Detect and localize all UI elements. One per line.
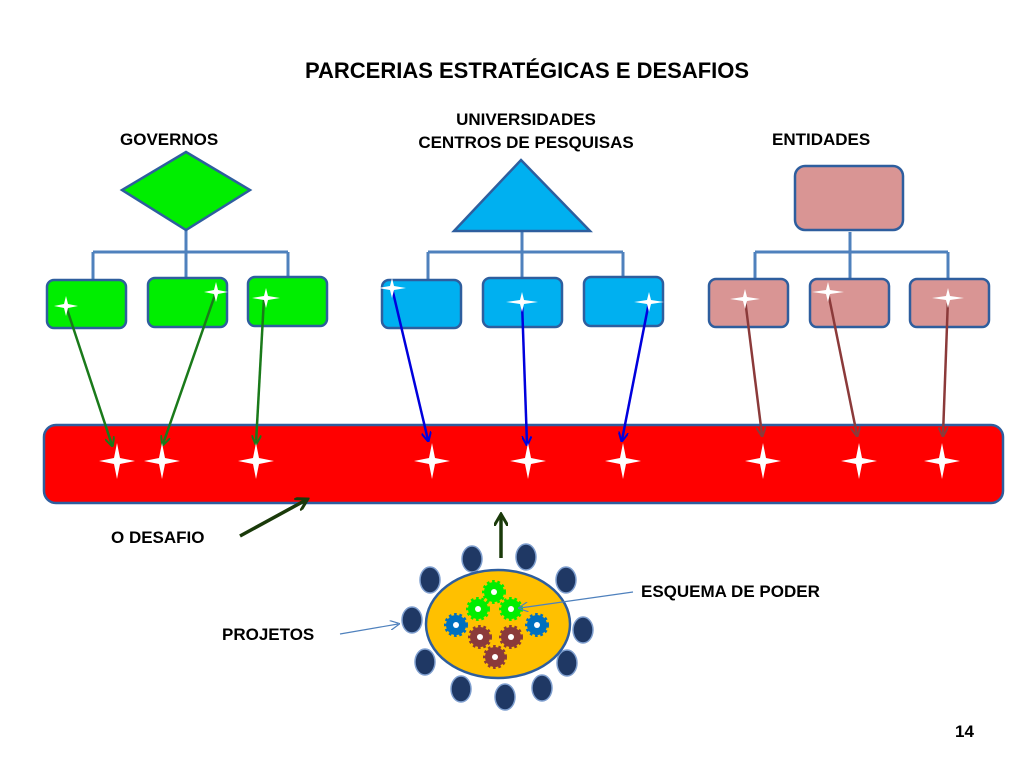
governos-diamond <box>119 150 253 232</box>
project-oval <box>461 545 483 573</box>
esquema-callout-arrow <box>520 591 634 608</box>
star-icon <box>144 443 180 479</box>
universidades-label-line2: CENTROS DE PESQUISAS <box>418 133 634 152</box>
projetos-callout-arrow <box>339 624 398 635</box>
universidades-label-line1: UNIVERSIDADES <box>456 110 596 129</box>
star-icon <box>506 292 538 312</box>
star-icon <box>812 282 844 302</box>
star-icon <box>924 443 960 479</box>
universidades-connector <box>426 232 625 280</box>
governos-arrows <box>64 291 266 445</box>
universidades-arrow-3 <box>622 301 651 440</box>
star-icon <box>745 443 781 479</box>
project-oval <box>414 648 436 676</box>
project-oval <box>401 606 423 634</box>
gear-icon <box>483 645 507 669</box>
gear-icon <box>468 625 492 649</box>
project-oval <box>531 674 553 702</box>
governos-arrow-1 <box>64 305 112 445</box>
governos-connector <box>91 230 290 280</box>
governos-box-1 <box>45 278 128 330</box>
star-icon <box>238 443 274 479</box>
entidades-arrows <box>743 291 950 435</box>
universidades-box-1 <box>380 278 463 330</box>
star-icon <box>605 443 641 479</box>
challenge-stars <box>99 443 960 479</box>
governos-label: GOVERNOS <box>120 130 219 149</box>
gears <box>444 580 549 669</box>
star-icon <box>841 443 877 479</box>
star-icon <box>510 443 546 479</box>
entidades-box <box>793 164 905 232</box>
project-oval <box>556 649 578 677</box>
projetos-label: PROJETOS <box>222 625 315 644</box>
project-ovals <box>401 543 594 711</box>
power-scheme-ellipse <box>424 568 572 680</box>
universidades-arrow-1 <box>390 287 428 440</box>
box-stars <box>54 278 964 316</box>
gear-icon <box>499 597 523 621</box>
entidades-label: ENTIDADES <box>772 130 871 149</box>
star-icon <box>730 289 760 309</box>
desafio-label: O DESAFIO <box>111 528 205 547</box>
universidades-box-3 <box>582 275 665 328</box>
esquema-de-poder-label: ESQUEMA DE PODER <box>641 582 820 601</box>
entidades-arrow-3 <box>943 297 950 435</box>
project-oval <box>450 675 472 703</box>
entidades-box-3 <box>908 277 991 329</box>
gear-icon <box>466 597 490 621</box>
star-icon <box>932 288 964 308</box>
governos-arrow-3 <box>256 297 266 443</box>
star-icon <box>378 278 406 298</box>
star-icon <box>634 292 664 312</box>
desafio-pointer-arrow <box>239 500 306 538</box>
project-oval <box>419 566 441 594</box>
universidades-arrows <box>390 287 651 444</box>
entidades-box-2 <box>808 277 891 329</box>
slide-title: PARCERIAS ESTRATÉGICAS E DESAFIOS <box>304 58 750 83</box>
governos-box-2 <box>146 276 229 329</box>
project-oval <box>494 683 516 711</box>
entidades-connector <box>753 232 950 279</box>
project-oval <box>515 543 537 571</box>
gear-icon <box>482 580 506 604</box>
star-icon <box>54 296 78 316</box>
star-icon <box>252 288 280 308</box>
gear-icon <box>525 613 549 637</box>
universidades-label: UNIVERSIDADES CENTROS DE PESQUISAS <box>376 108 676 154</box>
gear-icon <box>444 613 468 637</box>
universidades-triangle <box>451 158 593 233</box>
page-number: 14 <box>955 722 974 741</box>
universidades-arrow-2 <box>520 301 527 444</box>
universidades-boxes <box>380 275 665 330</box>
star-icon <box>204 282 228 302</box>
project-oval <box>555 566 577 594</box>
entidades-arrow-2 <box>826 291 857 435</box>
star-icon <box>99 443 135 479</box>
star-icon <box>414 443 450 479</box>
project-oval <box>572 616 594 644</box>
gear-icon <box>499 625 523 649</box>
governos-boxes <box>45 275 329 330</box>
governos-box-3 <box>246 275 329 328</box>
governos-arrow-2 <box>163 291 218 444</box>
org-connectors <box>91 230 950 280</box>
entidades-arrow-1 <box>743 298 762 435</box>
